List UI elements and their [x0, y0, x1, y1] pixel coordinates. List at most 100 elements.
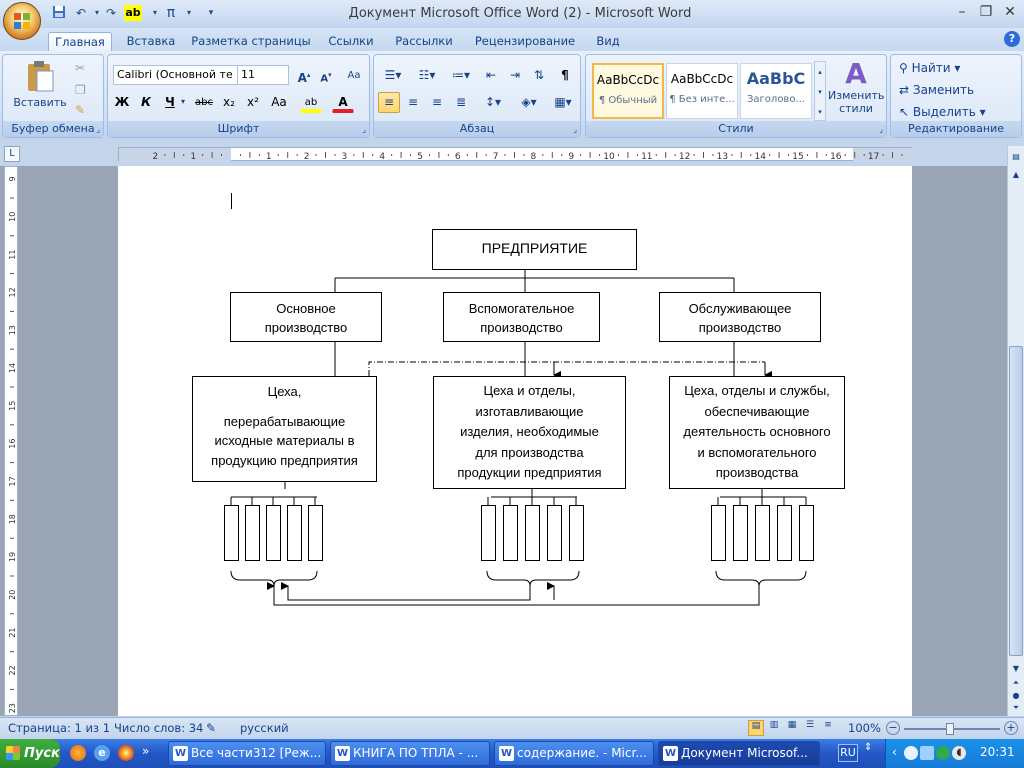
superscript-button[interactable]: x² [247, 95, 259, 109]
scroll-thumb[interactable] [1009, 346, 1023, 656]
change-case-button[interactable]: Aa [271, 95, 287, 109]
find-button[interactable]: ⚲ Найти ▾ [899, 61, 961, 75]
scroll-down-icon[interactable]: ▼ [1012, 664, 1020, 673]
print-layout-icon[interactable]: ▤ [748, 720, 764, 736]
align-right-icon[interactable]: ≡ [431, 95, 443, 109]
tab-references[interactable]: Ссылки [328, 34, 374, 48]
close-icon[interactable]: ✕ [1004, 4, 1016, 20]
language-bar[interactable]: RU [838, 744, 858, 762]
redo-icon[interactable]: ↷ [105, 6, 117, 20]
show-marks-button[interactable]: ¶ [561, 68, 569, 82]
minimize-icon[interactable]: – [958, 4, 966, 20]
tab-home[interactable]: Главная [48, 32, 112, 52]
font-color-button[interactable]: A [332, 92, 354, 113]
font-name-combo[interactable]: Calibri (Основной те [113, 65, 239, 85]
document-page[interactable]: ПРЕДПРИЯТИЕ Основное производство Вспомо… [118, 166, 912, 716]
dialog-launcher-icon[interactable]: ⌟ [96, 125, 100, 134]
language-bar-options-icon[interactable]: ⇕ [864, 742, 873, 753]
tab-insert[interactable]: Вставка [126, 34, 176, 48]
style-heading-1[interactable]: AaBbC Заголово... [740, 63, 812, 119]
styles-dialog-launcher-icon[interactable]: ⌟ [879, 125, 883, 134]
web-layout-icon[interactable]: ▦ [787, 720, 797, 730]
select-button[interactable]: ↖ Выделить ▾ [899, 105, 986, 119]
office-button[interactable] [3, 2, 41, 40]
font-dialog-launcher-icon[interactable]: ⌟ [362, 125, 366, 134]
change-styles-button[interactable]: A Изменить стили [828, 59, 884, 121]
strikethrough-button[interactable]: abc [195, 97, 213, 108]
styles-scroll[interactable]: ▴▾▾ [814, 61, 826, 121]
cut-icon[interactable]: ✂ [75, 61, 86, 75]
shading-icon[interactable]: ◈▾ [521, 95, 537, 109]
undo-dropdown-icon[interactable]: ▾ [94, 8, 99, 17]
zoom-slider-thumb[interactable] [946, 723, 954, 735]
format-painter-icon[interactable]: ✎ [75, 103, 86, 117]
zoom-level[interactable]: 100% [848, 721, 881, 735]
increase-indent-icon[interactable]: ⇥ [509, 68, 521, 82]
outline-icon[interactable]: ☰ [805, 720, 815, 730]
language-indicator[interactable]: русский [240, 721, 289, 735]
tab-view[interactable]: Вид [596, 34, 620, 48]
tray-expand-icon[interactable]: ‹ [892, 745, 897, 759]
tab-page-layout[interactable]: Разметка страницы [191, 34, 311, 48]
underline-button[interactable]: Ч [165, 95, 175, 109]
proofing-icon[interactable]: ✎ [206, 721, 217, 735]
style-normal[interactable]: AaBbCcDc ¶ Обычный [592, 63, 664, 119]
subscript-button[interactable]: x₂ [223, 95, 235, 109]
style-no-spacing[interactable]: AaBbCcDc ¶ Без инте... [666, 63, 738, 119]
show-more-icon[interactable]: » [142, 744, 150, 758]
italic-button[interactable]: К [141, 95, 151, 109]
replace-button[interactable]: ⇄ Заменить [899, 83, 974, 97]
page-count[interactable]: Страница: 1 из 1 [8, 721, 111, 735]
start-button[interactable]: Пуск [0, 739, 60, 768]
copy-icon[interactable]: ❐ [75, 83, 86, 97]
next-page-icon[interactable]: ⏷ [1012, 703, 1020, 712]
firefox-icon[interactable] [70, 745, 86, 761]
align-left-icon[interactable]: ≡ [378, 92, 400, 113]
highlight-icon[interactable]: ab [124, 5, 142, 21]
justify-icon[interactable]: ≣ [455, 95, 467, 109]
clock[interactable]: 20:31 [980, 745, 1015, 759]
underline-dropdown-icon[interactable]: ▾ [181, 97, 186, 106]
multilevel-list-icon[interactable]: ≔▾ [451, 68, 471, 82]
draft-icon[interactable]: ≡ [824, 720, 832, 730]
sort-icon[interactable]: ⇅ [533, 68, 545, 82]
text-highlight-icon[interactable]: ab [300, 92, 322, 113]
line-spacing-icon[interactable]: ↕▾ [484, 95, 502, 109]
bullets-icon[interactable]: ☰▾ [384, 68, 402, 82]
highlight-dropdown-icon[interactable]: ▾ [152, 8, 157, 17]
align-center-icon[interactable]: ≡ [407, 95, 419, 109]
font-size-combo[interactable]: 11 [237, 65, 289, 85]
numbering-icon[interactable]: ☷▾ [418, 68, 436, 82]
security-icon[interactable] [936, 746, 950, 760]
customize-qat-icon[interactable]: ▾ [208, 8, 214, 18]
clear-formatting-icon[interactable]: Aa [347, 70, 361, 81]
paste-button[interactable]: Вставить [11, 59, 69, 117]
tab-mailings[interactable]: Рассылки [395, 34, 453, 48]
undo-icon[interactable]: ↶ [75, 6, 87, 20]
grow-font-button[interactable]: A▴ [297, 71, 311, 85]
opera-icon[interactable] [118, 745, 134, 761]
save-icon[interactable] [50, 5, 68, 21]
word-count[interactable]: Число слов: 34 [114, 721, 204, 735]
ie-icon[interactable]: e [94, 745, 110, 761]
tab-review[interactable]: Рецензирование [474, 34, 576, 48]
network-icon[interactable] [904, 746, 918, 760]
paragraph-dialog-launcher-icon[interactable]: ⌟ [573, 125, 577, 134]
display-icon[interactable] [920, 746, 934, 760]
prev-page-icon[interactable]: ⏶ [1012, 678, 1020, 687]
browse-object-icon[interactable]: ● [1012, 691, 1020, 700]
ruler-toggle-icon[interactable]: ▤ [1012, 152, 1020, 161]
bold-button[interactable]: Ж [114, 95, 130, 109]
restore-icon[interactable]: ❐ [979, 4, 993, 20]
full-screen-icon[interactable]: ▥ [769, 720, 779, 730]
scroll-up-icon[interactable]: ▲ [1012, 170, 1020, 179]
pi-dropdown-icon[interactable]: ▾ [186, 8, 191, 17]
volume-icon[interactable]: ◖ [952, 746, 966, 760]
shrink-font-button[interactable]: A▾ [320, 71, 332, 85]
